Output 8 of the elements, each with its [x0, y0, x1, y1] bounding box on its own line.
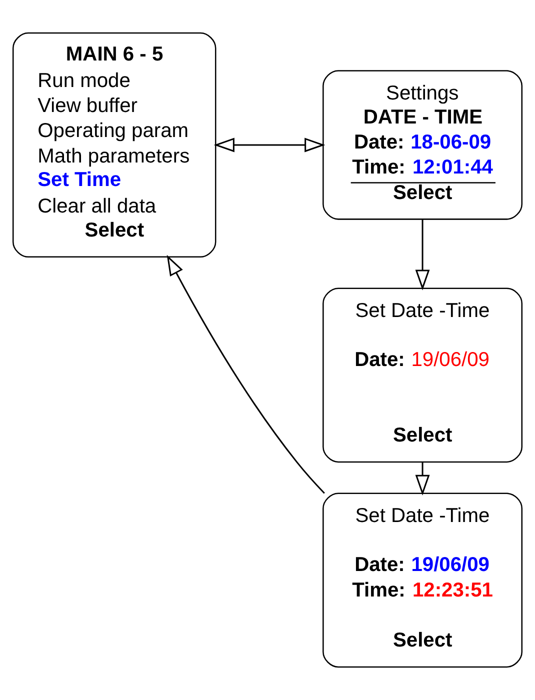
node-box: Set Date -Time Date: 19/06/09 Time: 12:23:51 Select: [322, 492, 523, 668]
node-box: MAIN 6 - 5 Run mode View buffer Operating param Math parameters Set Time Clear all data Select: [12, 32, 216, 258]
node-box: Settings DATE - TIME Date: 18-06-09 Time: 12:01:44 Select: [322, 70, 523, 220]
arrow: [166, 254, 325, 494]
arrow: [415, 220, 430, 290]
node-box: Set Date -Time Date: 19/06/09 Select: [322, 288, 523, 463]
arrow: [214, 138, 326, 152]
arrow: [415, 462, 430, 496]
